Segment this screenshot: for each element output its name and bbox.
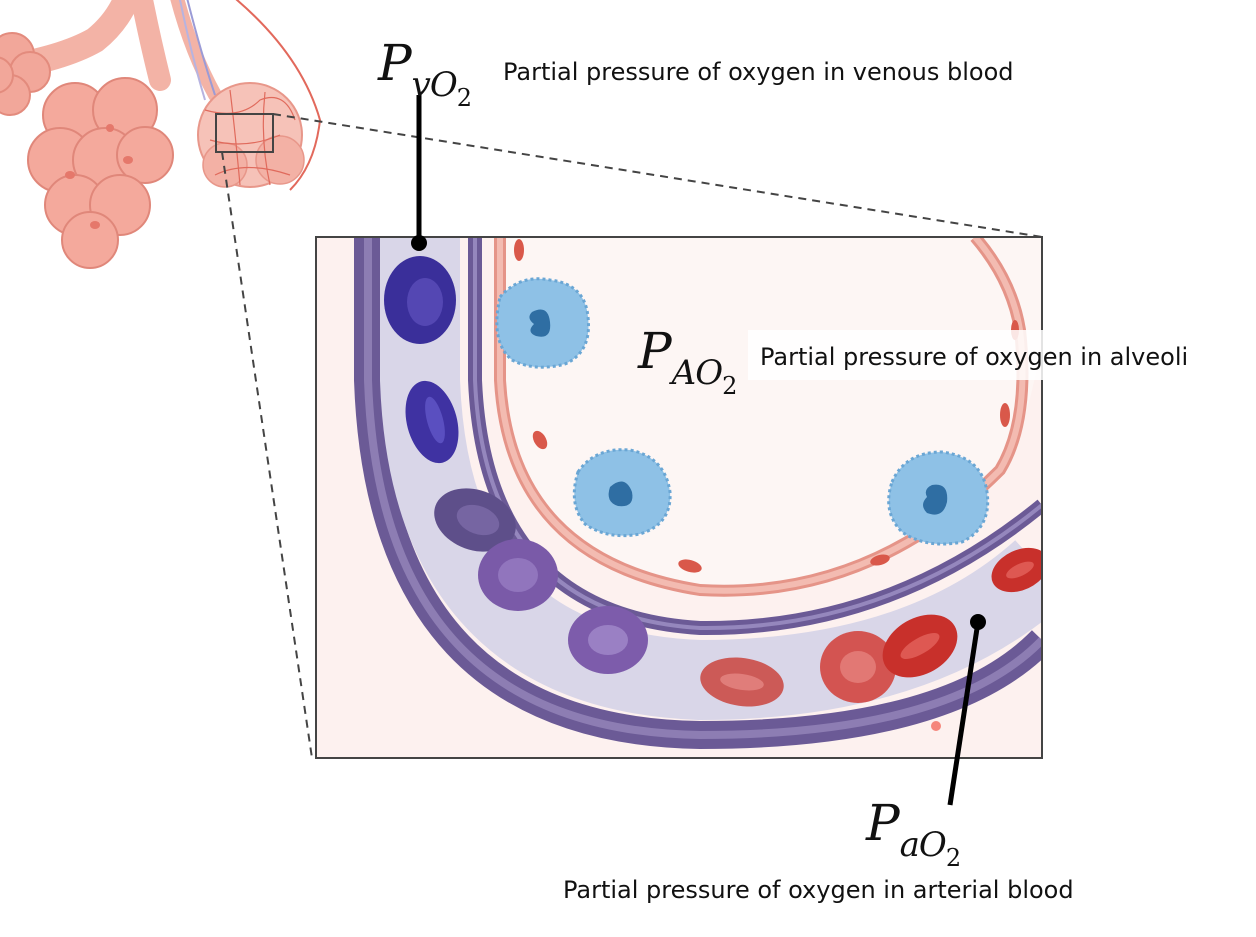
alveolar-macrophages [495, 277, 990, 546]
arterial-pressure-symbol: PaO2 [866, 794, 961, 872]
zoom-guide-lines [221, 113, 1043, 759]
alveolar-pressure-symbol: PAO2 [638, 322, 737, 400]
zoomed-capillary-view [315, 236, 1043, 759]
alveolar-sacs-cluster [0, 0, 322, 269]
venous-pressure-label: Partial pressure of oxygen in venous blo… [503, 58, 1014, 86]
pointer-lines [411, 95, 986, 806]
alveoli-label-background [748, 330, 1228, 380]
venous-pressure-symbol: PvO2 [378, 34, 472, 112]
red-blood-cells [384, 256, 1042, 707]
arterial-pressure-label: Partial pressure of oxygen in arterial b… [563, 876, 1074, 904]
alveolar-pressure-label: Partial pressure of oxygen in alveoli [760, 343, 1189, 371]
